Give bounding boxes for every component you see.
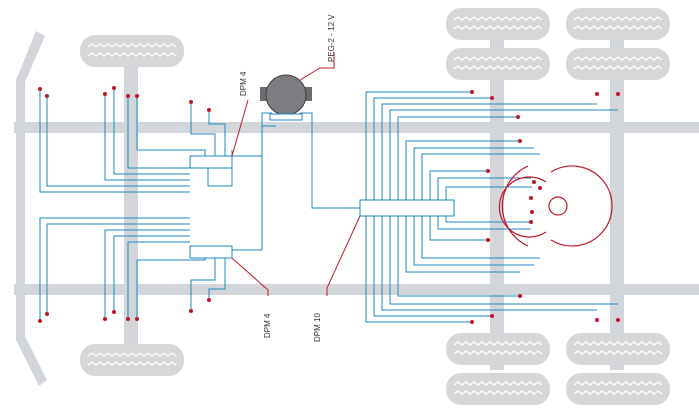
tire-icon — [565, 7, 671, 41]
tire-icon — [79, 343, 185, 377]
tire-icon — [445, 372, 551, 406]
terminal-dots — [38, 86, 620, 324]
dpm10-label: DPM 10 — [313, 313, 322, 342]
bumper — [16, 31, 47, 386]
tire-icon — [565, 372, 671, 406]
front-axle — [124, 60, 138, 350]
tire-icon — [445, 47, 551, 81]
rotation-sensor-icon — [498, 165, 613, 247]
peg-motor-label: PEG-2 - 12 V — [327, 14, 336, 62]
wiper-motor-icon — [260, 74, 312, 121]
dpm4-bottom-label: DPM 4 — [263, 313, 272, 338]
dpm4-module-bottom — [189, 245, 233, 259]
tire-icon — [445, 332, 551, 366]
tire-icon — [565, 47, 671, 81]
wiring-harness — [39, 88, 618, 323]
dpm10-module — [359, 199, 455, 217]
rear-axle-2 — [610, 30, 624, 370]
callout-leads — [231, 52, 361, 296]
chassis-frame — [14, 30, 699, 386]
tire-icon — [565, 332, 671, 366]
modules — [189, 155, 455, 259]
frame-rail-top — [14, 122, 699, 133]
frame-rail-bottom — [14, 284, 699, 295]
tire-icon — [79, 34, 185, 68]
dpm4-top-label: DPM 4 — [239, 71, 248, 96]
rear-axle-1 — [490, 30, 504, 370]
tire-icon — [445, 7, 551, 41]
dpm4-module-top — [189, 155, 233, 169]
